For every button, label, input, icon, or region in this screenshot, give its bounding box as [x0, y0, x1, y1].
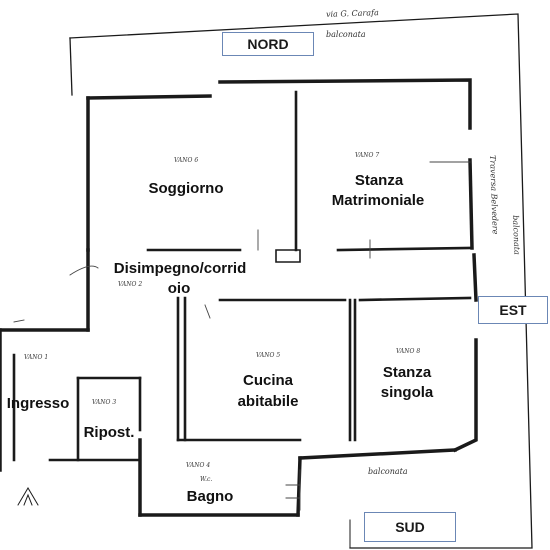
entry-steps	[17, 487, 351, 549]
room-disimpegno-line1: Disimpegno/corrid	[100, 260, 260, 278]
balcony-label-right: balconata	[511, 215, 522, 255]
room-cucina-line2: abitabile	[237, 393, 299, 410]
room-vano-cucina: VANO 5	[256, 352, 281, 359]
street-label: via G. Carafa	[325, 8, 379, 19]
room-vano-ingresso: VANO 1	[24, 354, 49, 361]
room-matrimoniale-line1: Stanza	[354, 172, 404, 189]
balcony-label-top: balconata	[326, 30, 366, 39]
compass-north: NORD	[222, 32, 314, 56]
room-vano-ripost: VANO 3	[92, 399, 117, 406]
exterior-walls	[0, 78, 478, 517]
room-vano-disimpegno: VANO 2	[118, 281, 143, 288]
balcony-edge-left	[69, 37, 73, 96]
compass-east: EST	[478, 296, 548, 324]
room-soggiorno: Soggiorno	[148, 180, 224, 197]
balcony-outline	[69, 13, 533, 549]
room-cucina-line1: Cucina	[242, 372, 293, 389]
room-vano-bagno: VANO 4	[186, 462, 211, 469]
room-vano-soggiorno: VANO 6	[174, 157, 199, 164]
balcony-label-bottom: balconata	[368, 467, 408, 476]
room-vano-matrimoniale: VANO 7	[355, 152, 380, 159]
room-ripost: Ripost.	[83, 424, 135, 441]
interior-walls	[12, 90, 472, 462]
door-swings	[13, 161, 471, 511]
room-bagno: Bagno	[186, 488, 234, 505]
room-bagno-sub: W.c.	[200, 476, 213, 483]
room-singola-line2: singola	[380, 384, 434, 401]
compass-south: SUD	[364, 512, 456, 542]
room-disimpegno-line2: oio	[167, 280, 191, 297]
room-singola-line1: Stanza	[382, 364, 432, 381]
room-vano-singola: VANO 8	[396, 348, 421, 355]
room-ingresso: Ingresso	[6, 395, 70, 412]
room-matrimoniale-line2: Matrimoniale	[331, 192, 425, 209]
